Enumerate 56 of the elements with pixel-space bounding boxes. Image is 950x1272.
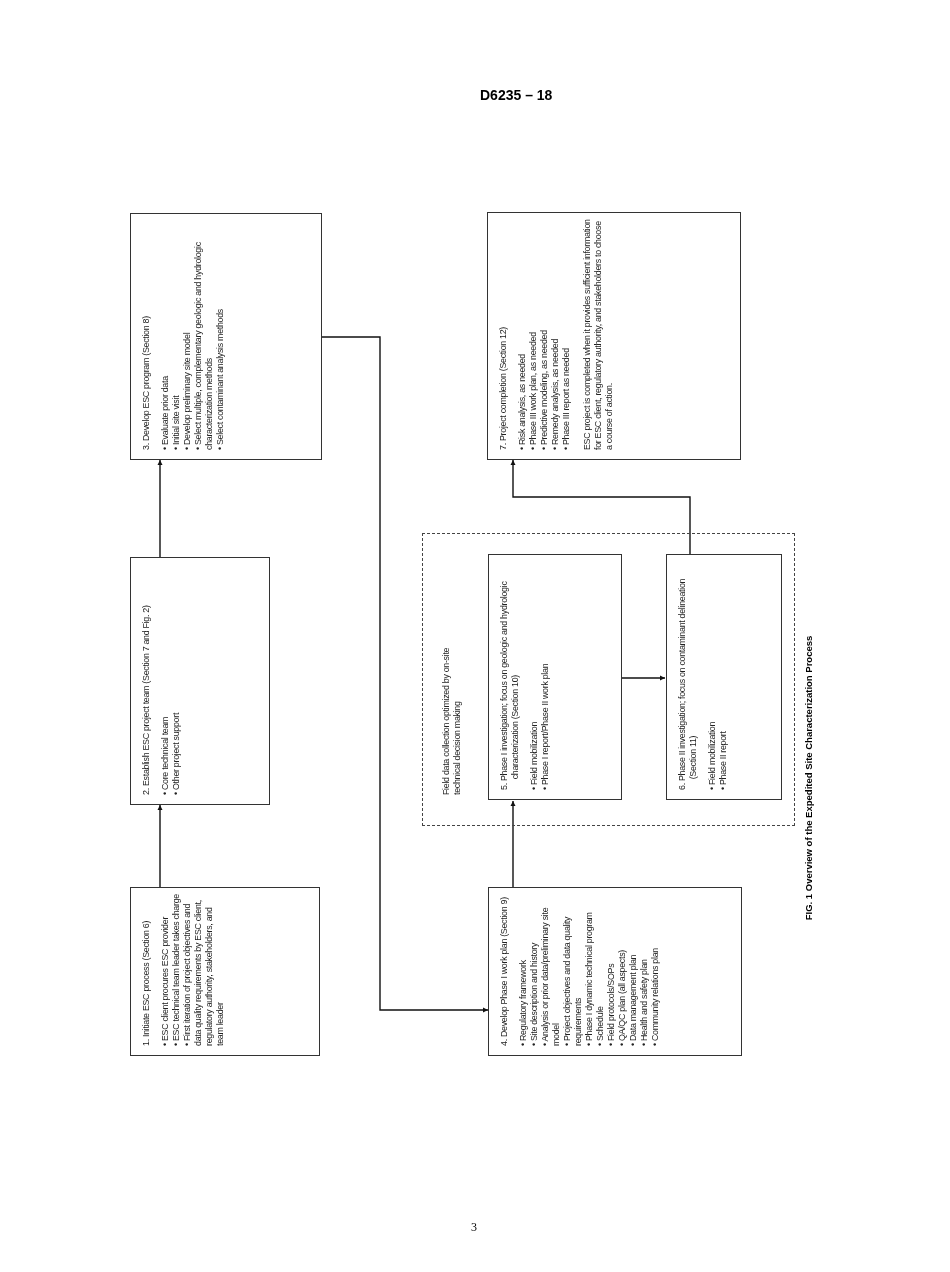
bullet-item: • Field protocols/SOPs xyxy=(606,962,617,1046)
bullet-item: • Select multiple, complementary geologic and hydrologic characterization methods xyxy=(193,241,215,450)
page-number: 3 xyxy=(471,1220,477,1235)
bullet-item: • QA/QC plan (all aspects) xyxy=(617,949,628,1046)
process-box xyxy=(130,557,270,805)
bullet-item: • Select contaminant analysis methods xyxy=(215,308,226,450)
arrow xyxy=(620,675,666,681)
arrow xyxy=(157,804,163,888)
step-heading: 5. Phase I investigation; focus on geologic and hydrologic characterization (Section 10) xyxy=(499,580,521,790)
process-box xyxy=(130,213,322,460)
bullet-item: • Risk analysis, as needed xyxy=(517,353,528,450)
step-heading: 2. Establish ESC project team (Section 7 and Fig. 2) xyxy=(141,604,152,795)
bullet-item: • Field mobilization xyxy=(707,720,718,790)
bullet-item: • Predictive modeling, as needed xyxy=(539,329,550,450)
note-text: ESC project is completed when it provides sufficient information for ESC client, regulatory authority, and stakeholders to choose a course of action. xyxy=(582,219,615,450)
bullet-item: • ESC client procures ESC provider xyxy=(160,915,171,1046)
bullet-item: • Initial site visit xyxy=(171,394,182,450)
process-box xyxy=(666,554,782,800)
bullet-item: • Phase III work plan, as needed xyxy=(528,331,539,450)
bullet-item: • Schedule xyxy=(595,1005,606,1046)
process-box xyxy=(488,554,622,800)
arrow xyxy=(510,800,516,888)
bullet-item: • Other project support xyxy=(171,711,182,795)
step-heading: 3. Develop ESC program (Section 8) xyxy=(141,315,152,450)
bullet-item: • Regulatory framework xyxy=(518,959,529,1046)
bullet-item: • Analysis or prior data/preliminary site model xyxy=(540,906,562,1046)
bullet-item: • Health and safety plan xyxy=(639,958,650,1046)
bullet-item: • Data management plan xyxy=(628,953,639,1046)
step-heading: 4. Develop Phase I work plan (Section 9) xyxy=(499,896,510,1046)
step-heading: 1. Initiate ESC process (Section 6) xyxy=(141,919,152,1046)
bullet-item: • Field mobilization xyxy=(529,720,540,790)
bullet-item: • Phase I dynamic technical program xyxy=(584,911,595,1046)
process-box xyxy=(488,887,742,1056)
bullet-item: • Remedy analysis, as needed xyxy=(550,337,561,450)
bullet-item: • Evaluate prior data xyxy=(160,375,171,450)
step-heading: 6. Phase II investigation; focus on contaminant delineation (Section 11) xyxy=(677,577,699,790)
document-number: D6235 – 18 xyxy=(480,87,553,103)
bullet-item: • Phase I report/Phase II work plan xyxy=(540,662,551,790)
bullet-item: • Community relations plan xyxy=(650,947,661,1046)
bullet-item: • Project objectives and data quality requirements xyxy=(562,915,584,1046)
bullet-item: • First iteration of project objectives and data quality requirements by ESC client, regulatory authority, stakeholders, and team leader xyxy=(182,899,226,1046)
step-heading: 7. Project completion (Section 12) xyxy=(498,326,509,450)
dashed-group-box xyxy=(422,533,795,826)
arrow xyxy=(321,336,489,1013)
figure-caption: FIG. 1 Overview of the Expedited Site Characterization Process xyxy=(803,634,814,923)
bullet-item: • ESC technical team leader takes charge xyxy=(171,894,182,1046)
arrow xyxy=(510,459,691,556)
process-box xyxy=(130,887,320,1056)
bullet-item: • Phase III report as needed xyxy=(561,347,572,450)
bullet-item: • Site description and history xyxy=(529,941,540,1046)
arrow xyxy=(157,459,163,558)
process-box xyxy=(487,212,741,460)
bullet-item: • Phase II report xyxy=(718,730,729,790)
group-label: Field data collection optimized by on-site technical decision making xyxy=(441,646,463,795)
bullet-item: • Core technical team xyxy=(160,715,171,795)
bullet-item: • Develop preliminary site model xyxy=(182,331,193,450)
